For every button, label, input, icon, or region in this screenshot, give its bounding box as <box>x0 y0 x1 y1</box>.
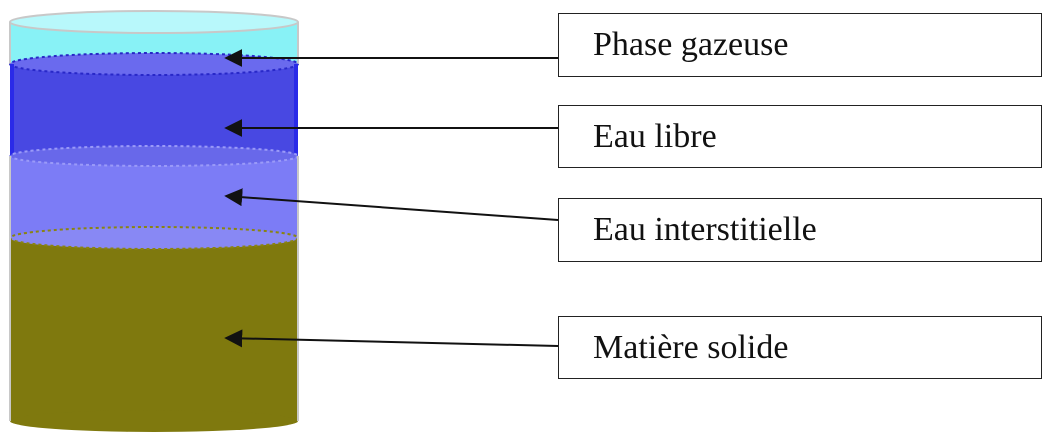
gas-phase-label-box: Phase gazeuse <box>558 13 1042 77</box>
interstitial-water-layer <box>9 145 299 238</box>
gas-phase-label: Phase gazeuse <box>593 26 789 63</box>
interstitial-water-arrow <box>224 188 559 221</box>
free-water-label: Eau libre <box>593 117 717 155</box>
solid-matter-label-box: Matière solide <box>558 316 1042 379</box>
free-water-layer <box>9 52 299 156</box>
solid-matter-layer <box>9 156 299 432</box>
solid-matter-label: Matière solide <box>593 328 789 366</box>
interstitial-water-label: Eau interstitielle <box>593 211 817 248</box>
interstitial-water-label-box: Eau interstitielle <box>558 198 1042 262</box>
free-water-label-box: Eau libre <box>558 105 1042 168</box>
solid-matter-arrow <box>224 329 559 348</box>
